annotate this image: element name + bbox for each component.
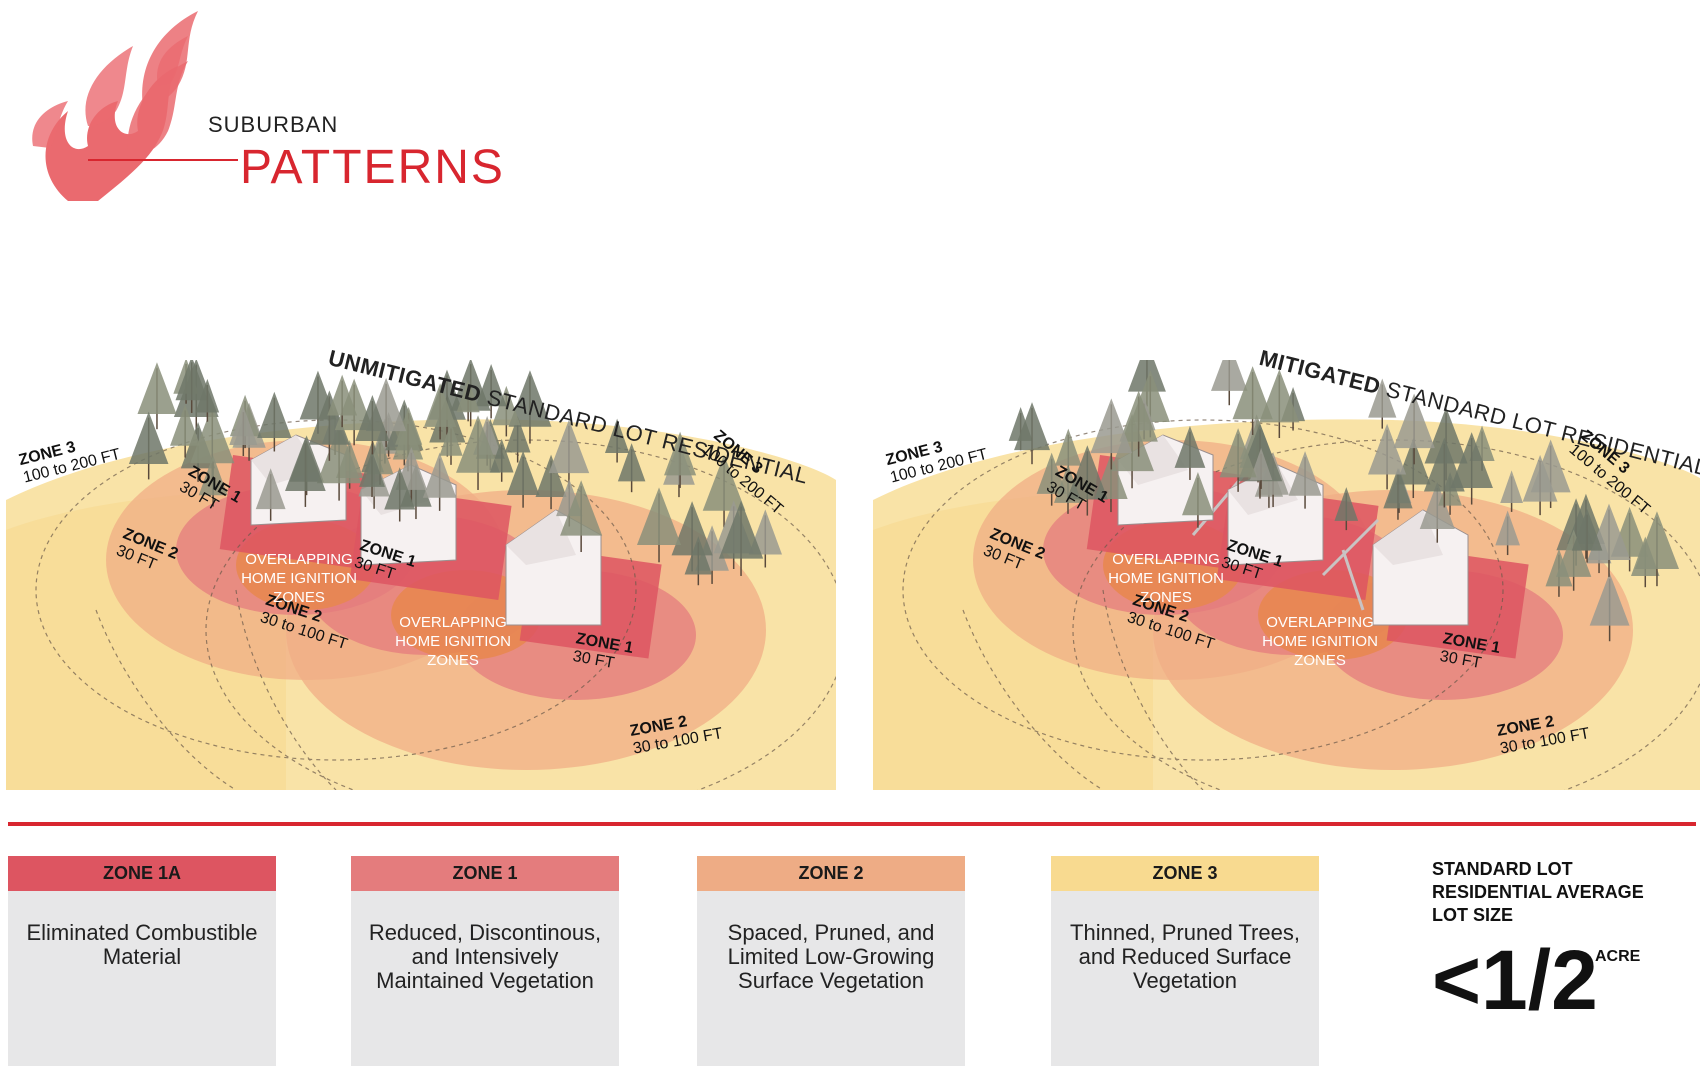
tree-icon — [548, 419, 590, 489]
page-title: PATTERNS — [240, 141, 505, 194]
legend-card-zone1: ZONE 1 Reduced, Discontinous, and Intens… — [351, 856, 619, 1066]
tree-icon — [255, 468, 286, 521]
tree-icon — [1368, 378, 1397, 429]
lot-size-value: <1/2 — [1432, 933, 1598, 1027]
tree-icon — [355, 395, 390, 455]
tree-icon — [1210, 360, 1248, 406]
tree-icon — [195, 378, 220, 422]
tree-icon — [1182, 471, 1214, 528]
tree-icon — [1288, 451, 1322, 509]
label-overlap-b: OVERLAPPING HOME IGNITION ZONES — [1262, 614, 1378, 669]
label-overlap-a: OVERLAPPING HOME IGNITION ZONES — [241, 551, 357, 606]
legend-title: ZONE 3 — [1051, 856, 1319, 891]
tree-icon — [1259, 369, 1300, 439]
tree-icon — [489, 438, 514, 482]
lot-size-label: STANDARD LOT RESIDENTIAL AVERAGE LOT SIZ… — [1432, 859, 1644, 925]
tree-icon — [424, 383, 457, 440]
tree-icon — [1014, 402, 1050, 465]
tree-icon — [1500, 470, 1523, 512]
tree-icon — [1555, 529, 1592, 591]
legend-title: ZONE 1A — [8, 856, 276, 891]
label-overlap-a: OVERLAPPING HOME IGNITION ZONES — [1108, 551, 1224, 606]
tree-icon — [1383, 468, 1413, 520]
tree-icon — [1634, 511, 1680, 587]
section-divider — [8, 822, 1696, 826]
tree-icon — [1232, 366, 1273, 435]
tree-group — [128, 360, 782, 586]
tree-icon — [308, 390, 350, 461]
tree-icon — [456, 415, 501, 490]
tree-icon — [128, 411, 169, 480]
tree-icon — [684, 536, 713, 586]
legend-card-zone2: ZONE 2 Spaced, Pruned, and Limited Low-G… — [697, 856, 965, 1066]
tree-icon — [702, 454, 746, 528]
legend-text: Spaced, Pruned, and Limited Low-Growing … — [727, 920, 935, 993]
tree-icon — [1495, 510, 1520, 556]
unmitigated-illustration — [6, 360, 836, 790]
tree-icon — [1419, 481, 1455, 543]
tree-icon — [718, 500, 764, 576]
tree-icon — [1066, 445, 1108, 516]
tree-icon — [560, 480, 603, 553]
legend-title: ZONE 1 — [351, 856, 619, 891]
tree-icon — [1219, 428, 1257, 492]
label-overlap-b: OVERLAPPING HOME IGNITION ZONES — [395, 614, 511, 669]
tree-icon — [137, 362, 177, 430]
mitigated-illustration — [873, 360, 1700, 790]
tree-icon — [664, 431, 697, 488]
tree-icon — [1450, 432, 1493, 505]
legend-card-zone3: ZONE 3 Thinned, Pruned Trees, and Reduce… — [1051, 856, 1319, 1066]
tree-icon — [1589, 572, 1630, 642]
legend-card-zone1a: ZONE 1A Eliminated Combustible Material — [8, 856, 276, 1066]
tree-icon — [1571, 508, 1603, 563]
mitigated-diagram: MITIGATED STANDARD LOT RESIDENTIAL ZONE … — [873, 345, 1700, 790]
tree-icon — [170, 404, 201, 458]
page-subtitle: SUBURBAN — [208, 112, 339, 137]
tree-icon — [1249, 447, 1273, 489]
legend-text: Reduced, Discontinous, and Intensively M… — [368, 920, 602, 993]
tree-icon — [1334, 487, 1359, 531]
tree-icon — [456, 379, 480, 422]
tree-icon — [504, 416, 531, 463]
legend-title: ZONE 2 — [697, 856, 965, 891]
tree-icon — [617, 443, 646, 493]
tree-icon — [636, 487, 682, 563]
tree-icon — [359, 450, 385, 497]
tree-icon — [198, 455, 228, 507]
tree-icon — [1393, 393, 1435, 465]
tree-icon — [1119, 390, 1158, 457]
title-rule — [88, 159, 238, 161]
tree-icon — [604, 418, 630, 463]
legend-text: Eliminated Combustible Material — [26, 920, 258, 969]
house-icon — [505, 509, 602, 626]
tree-icon — [257, 391, 292, 452]
tree-icon — [1174, 425, 1206, 480]
tree-icon — [1522, 454, 1558, 516]
tree-icon — [439, 422, 463, 465]
tree-icon — [1368, 423, 1407, 490]
tree-icon — [229, 406, 258, 457]
tree-icon — [327, 374, 358, 428]
tree-group — [1008, 360, 1680, 642]
tree-icon — [475, 363, 507, 419]
tree-icon — [384, 467, 416, 522]
tree-icon — [1036, 452, 1067, 506]
unmitigated-diagram: UNMITIGATED STANDARD LOT RESIDENTIAL ZON… — [6, 345, 836, 790]
tree-icon — [506, 450, 540, 508]
tree-icon — [1090, 398, 1133, 470]
flame-logo-icon — [32, 11, 198, 201]
tree-icon — [508, 370, 552, 444]
lot-size-unit: ACRE — [1595, 948, 1641, 965]
tree-icon — [175, 360, 208, 413]
tree-icon — [422, 452, 457, 511]
legend-text: Thinned, Pruned Trees, and Reduced Surfa… — [1070, 920, 1300, 993]
tree-icon — [285, 437, 326, 507]
